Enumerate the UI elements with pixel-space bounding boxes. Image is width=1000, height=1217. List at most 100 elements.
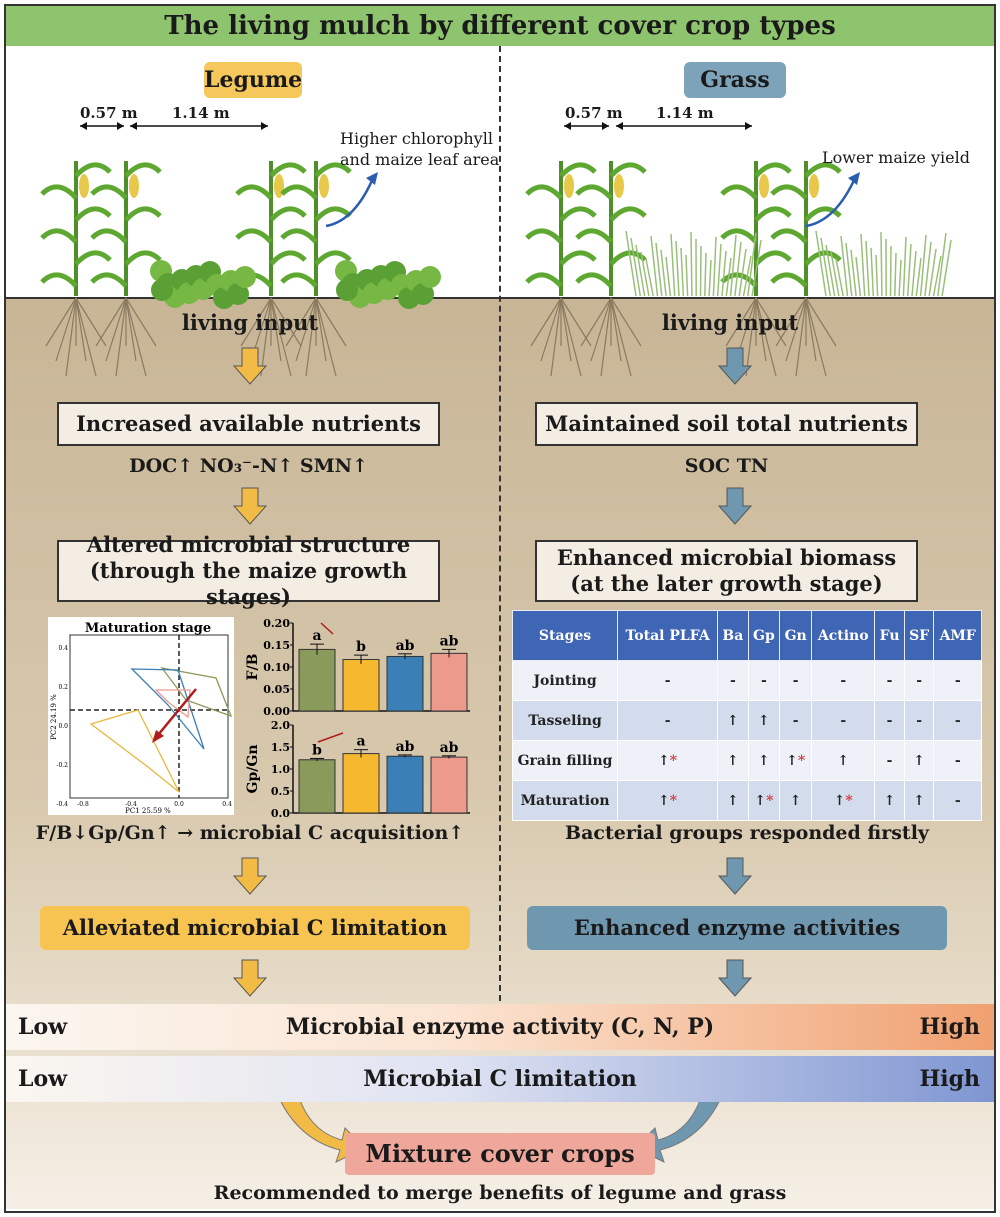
significance-letter: ab — [396, 638, 415, 654]
table-cell: - — [717, 660, 749, 701]
legume-living-input: living input — [181, 310, 319, 335]
table-cell: - — [779, 660, 813, 701]
grass-microbial-biomass-box: Enhanced microbial biomass(at the later … — [535, 540, 918, 602]
table-cell: - — [933, 740, 982, 781]
main-title: The living mulch by different cover crop… — [6, 6, 994, 46]
pca-ytick: 0.4 — [58, 645, 68, 652]
table-header: Ba — [717, 610, 749, 661]
bar-ytick: 0.0 — [271, 807, 290, 820]
pca-xlabel: PC1 25.59 % — [125, 807, 171, 815]
table-cell: ↑ — [874, 780, 905, 821]
table-cell: - — [933, 700, 982, 741]
grass-cover-icon — [625, 230, 762, 297]
table-cell: - — [933, 660, 982, 701]
maize-plant-icon — [280, 161, 352, 377]
enzyme-activity-gradient: Low Microbial enzyme activity (C, N, P) … — [6, 1004, 994, 1050]
bar-ytick: 0.20 — [263, 617, 290, 630]
table-cell: - — [617, 660, 719, 701]
bar — [386, 755, 424, 814]
table-cell: ↑ — [717, 700, 749, 741]
table-cell: ↑* — [617, 780, 719, 821]
pca-hull-blue — [130, 668, 205, 750]
trend-arrow-icon — [805, 175, 858, 228]
table-cell: - — [874, 740, 905, 781]
bar-ytick: 0.5 — [271, 785, 290, 798]
trend-arrow-icon — [325, 175, 376, 228]
significance-letter: ab — [396, 739, 415, 755]
table-header: Stages — [511, 610, 619, 661]
table-header: Total PLFA — [617, 610, 719, 661]
pca-axes — [69, 634, 229, 799]
c-limitation-gradient: Low Microbial C limitation High — [6, 1056, 994, 1102]
bar — [298, 648, 336, 712]
mixture-cover-crops-box: Mixture cover crops — [345, 1133, 655, 1175]
bar-ytick: 0.10 — [263, 661, 290, 674]
bar — [386, 655, 424, 712]
table-cell: - — [933, 780, 982, 821]
table-header: Gn — [779, 610, 813, 661]
gradient-low: Low — [18, 1066, 68, 1092]
table-header: AMF — [933, 610, 982, 661]
pca-ylabel: PC2 24.19 % — [50, 694, 58, 740]
significance-letter: b — [356, 639, 366, 655]
grass-label: Grass — [684, 62, 786, 98]
table-cell: Grain filling — [511, 740, 619, 781]
box-line: Enhanced microbial biomass — [556, 544, 897, 570]
significance-letter: ab — [440, 740, 459, 756]
table-header: SF — [903, 610, 935, 661]
legume-c-limitation-box: Alleviated microbial C limitation — [40, 906, 470, 950]
maize-plant-icon — [90, 161, 162, 377]
legume-cover-icon — [335, 260, 441, 309]
legume-cover-icon — [150, 260, 256, 309]
maize-plant-icon — [720, 161, 792, 377]
pca-hull-yellow — [89, 709, 180, 793]
gradient-label: Microbial enzyme activity (C, N, P) — [285, 1014, 715, 1040]
table-cell: - — [874, 700, 905, 741]
legume-nutrients-box: Increased available nutrients — [57, 402, 440, 446]
table-row: Grain filling↑*↑↑↑*↑-↑- — [511, 740, 982, 781]
bar-ylabel: F/B — [245, 653, 261, 680]
table-cell: ↑* — [779, 740, 813, 781]
bar-ytick: 0.15 — [263, 639, 290, 652]
bar-ytick: 2.0 — [271, 719, 290, 732]
legume-dist-1: 0.57 m — [80, 104, 138, 122]
pca-hull-pink — [154, 689, 191, 719]
pca-xtick: -0.4 — [125, 801, 137, 808]
bar-ytick: 0.00 — [263, 705, 290, 718]
table-cell: ↑* — [617, 740, 719, 781]
pca-plot: Maturation stage PC2 24.19 % PC1 25.59 %… — [48, 617, 234, 815]
table-row: Jointing-------- — [511, 660, 982, 701]
legume-effect-line1: Higher chlorophyll — [340, 129, 493, 148]
table-cell: - — [617, 700, 719, 741]
table-cell: ↑ — [717, 740, 749, 781]
pca-ytick: 0.2 — [58, 684, 68, 691]
grass-conclusion: Bacterial groups responded firstly — [565, 822, 929, 844]
maize-plant-icon — [770, 161, 842, 377]
box-line: Altered microbial structure — [86, 531, 411, 557]
legume-indicators: DOC↑ NO₃⁻-N↑ SMN↑ — [129, 455, 368, 477]
maize-plant-icon — [40, 161, 112, 377]
table-cell: ↑ — [779, 780, 813, 821]
table-cell: - — [811, 660, 876, 701]
pca-ytick: 0.0 — [58, 723, 68, 730]
bar-ytick: 1.0 — [271, 763, 290, 776]
significance-letter: a — [312, 628, 321, 644]
bar — [430, 652, 468, 712]
bar — [430, 756, 468, 814]
table-cell: Tasseling — [511, 700, 619, 741]
pca-ytick: -0.2 — [56, 762, 68, 769]
grass-cover-icon — [815, 230, 952, 297]
pca-ytick: -0.4 — [56, 801, 68, 808]
bar-ytick: 1.5 — [271, 741, 290, 754]
table-cell: - — [874, 660, 905, 701]
maize-plant-icon — [575, 161, 647, 377]
table-cell: ↑* — [747, 780, 781, 821]
table-cell: Maturation — [511, 780, 619, 821]
table-cell: ↑ — [811, 740, 876, 781]
bar — [342, 753, 380, 814]
grass-living-input: living input — [661, 310, 799, 335]
pca-shift-arrow — [157, 688, 197, 736]
table-cell: ↑ — [717, 780, 749, 821]
